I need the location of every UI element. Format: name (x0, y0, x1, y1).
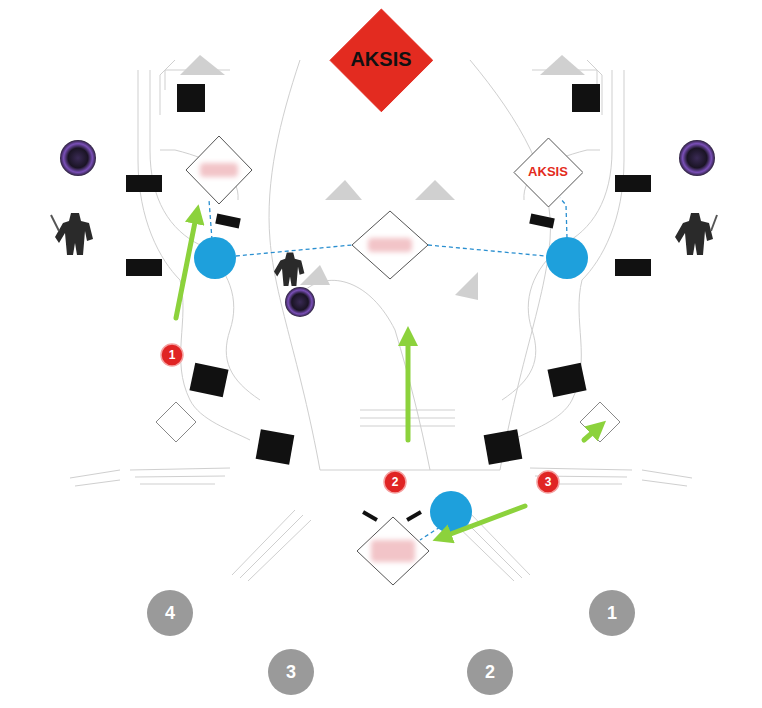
knight-icon (711, 215, 717, 231)
callout-number: 2 (485, 662, 495, 683)
dashed-link (420, 527, 440, 540)
stairs-hatching (248, 520, 311, 581)
callout-number: 3 (545, 475, 552, 489)
diamond-label: AKSIS (350, 48, 411, 71)
lane-outline (138, 70, 250, 440)
blue-spawn-circle (546, 237, 588, 279)
stairs-hatching (642, 480, 687, 486)
tower-block (126, 175, 162, 192)
tower-block (362, 510, 378, 521)
callout-badge (384, 471, 406, 493)
callout-number: 4 (165, 603, 175, 624)
tower-block (529, 214, 555, 229)
knight-icon (51, 213, 717, 286)
blurred-objective (200, 163, 238, 177)
terrain-triangle (180, 55, 225, 75)
tower-block (177, 84, 205, 112)
stairs-hatching (459, 515, 522, 578)
blurred-objective (357, 517, 429, 585)
stairs-hatching (467, 510, 530, 575)
ward-diamond (156, 402, 196, 442)
callout-badge (467, 649, 513, 695)
knight-icon (51, 215, 59, 231)
knight-icon (274, 252, 304, 286)
knight-icon (675, 213, 713, 255)
tower-block (484, 429, 523, 464)
tower-block (256, 429, 295, 464)
ward-diamond (156, 402, 620, 442)
callout-number: 2 (392, 475, 399, 489)
stairs-hatching (232, 510, 295, 575)
callout-number: 1 (607, 603, 617, 624)
lane-outline (502, 70, 612, 400)
stairs-hatching (70, 470, 120, 478)
knight-icon (55, 213, 93, 255)
terrain-triangle (325, 180, 362, 200)
green-arrow (176, 212, 197, 318)
dashed-link (209, 198, 567, 540)
blurred-objective (352, 211, 428, 279)
green-arrow (584, 426, 600, 440)
knight-icon (675, 213, 717, 255)
stairs-hatching (240, 515, 303, 578)
callout-badge (589, 590, 635, 636)
terrain-triangle (415, 180, 455, 200)
callout-number: 1 (169, 348, 176, 362)
tower-block (615, 259, 651, 276)
purple-orb (679, 140, 715, 176)
diamond-shape (330, 9, 433, 112)
callout-badge (147, 344, 635, 695)
lane-outline (305, 280, 430, 470)
stairs-hatching (642, 470, 692, 478)
blurred-objective (186, 136, 429, 585)
terrain-triangle (540, 55, 585, 75)
knight-icon (51, 213, 93, 255)
blurred-objective (371, 540, 415, 562)
knight-icon (274, 252, 304, 286)
objective-diamond: AKSIS (513, 137, 584, 208)
stairs-hatching (75, 480, 120, 486)
base-diamond: AKSIS (329, 8, 434, 113)
tower-block (615, 175, 651, 192)
tower-block (215, 214, 241, 229)
stairs-hatching (530, 468, 632, 470)
callout-badge (147, 590, 193, 636)
blue-spawn-circle (194, 237, 588, 533)
lane-outline (150, 70, 260, 400)
tower-block (126, 259, 162, 276)
green-arrow (440, 506, 525, 538)
callout-badge (268, 649, 314, 695)
callout-number: 3 (286, 662, 296, 683)
stairs-hatching (130, 468, 230, 470)
stairs-hatching (140, 484, 215, 485)
callout-badge (537, 471, 559, 493)
callout-badge (161, 344, 183, 366)
diamond-shape (514, 138, 583, 207)
terrain-triangle (455, 272, 478, 300)
purple-orb (285, 287, 315, 317)
purple-orb (60, 140, 96, 176)
blue-spawn-circle (194, 237, 236, 279)
green-arrow (176, 212, 600, 538)
purple-orb (60, 140, 715, 317)
tower-block (126, 84, 651, 522)
tower-block (189, 363, 228, 397)
ward-diamond (580, 402, 620, 442)
tower-block (406, 510, 422, 521)
lane-outline (269, 60, 550, 470)
lane-outline (160, 60, 175, 115)
lane-outline (138, 60, 624, 470)
tower-block (572, 84, 600, 112)
tower-block (547, 363, 586, 397)
dashed-link (209, 200, 212, 240)
green-arrow (406, 334, 411, 440)
blurred-objective (368, 238, 412, 252)
stairs-hatching (135, 476, 225, 477)
diamond-label: AKSIS (528, 164, 568, 179)
dashed-link (560, 198, 567, 238)
terrain-triangle (300, 265, 330, 285)
blurred-objective (186, 136, 252, 204)
